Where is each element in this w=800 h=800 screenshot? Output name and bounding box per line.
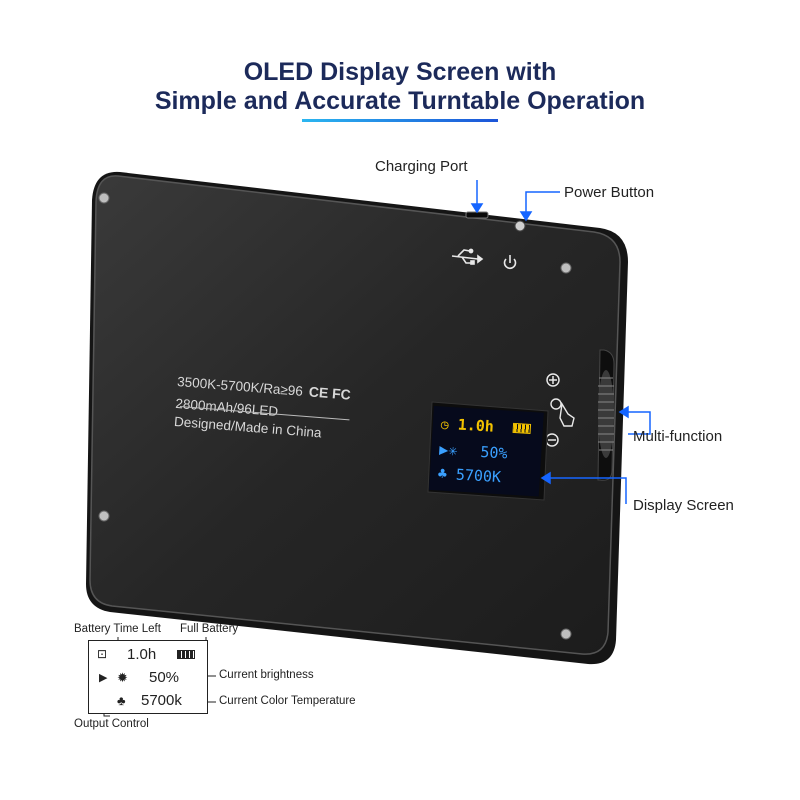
full-battery-label: Full Battery: [180, 623, 239, 635]
charging-port-label: Charging Port: [375, 158, 468, 175]
current-brightness-label: Current brightness: [219, 669, 314, 681]
display-legend-box: ⊡ 1.0h ▶ ✹ 50% ♣ 5700k: [88, 640, 208, 714]
power-icon: [503, 255, 517, 270]
certification-marks: CE FC: [308, 383, 352, 403]
usb-icon: [451, 248, 484, 265]
legend-time-value: 1.0h: [127, 646, 157, 663]
page-title-line1: OLED Display Screen with: [243, 58, 557, 86]
color-temp-icon: ♣: [437, 464, 448, 483]
oled-display-screen: ◷ 1.0h ▶✳ 50% ♣ 5700K: [428, 406, 544, 497]
plus-icon: [546, 373, 560, 387]
power-button: [514, 220, 526, 232]
legend-brightness-value: 50%: [149, 669, 180, 686]
oled-brightness: 50%: [479, 442, 508, 463]
output-arrow-icon: ▶: [99, 672, 108, 684]
multi-function-label: Multi-function: [633, 428, 723, 445]
display-screen-label: Display Screen: [633, 497, 734, 514]
page-title-line2: Simple and Accurate Turntable Operation: [154, 87, 646, 115]
dial-touch-icon: [550, 398, 575, 427]
battery-full-icon: [512, 422, 532, 434]
color-temp-icon: ♣: [117, 693, 126, 708]
screw-icons: [98, 192, 572, 640]
current-color-temperature-label: Current Color Temperature: [219, 695, 356, 707]
battery-time-left-label: Battery Time Left: [74, 623, 161, 635]
legend-color-temp-value: 5700k: [141, 692, 182, 709]
oled-time-left: 1.0h: [457, 415, 495, 436]
clock-icon: ◷: [440, 417, 450, 433]
output-control-label: Output Control: [74, 718, 149, 730]
output-arrow-icon: ▶✳: [438, 440, 458, 460]
title-underline: [302, 119, 498, 122]
battery-full-icon: [177, 650, 195, 659]
brightness-icon: ✹: [117, 670, 128, 685]
oled-color-temp: 5700K: [455, 465, 502, 487]
device-body: [89, 175, 621, 655]
clock-icon: ⊡: [97, 647, 108, 661]
multi-function-dial[interactable]: [598, 370, 614, 458]
power-button-label: Power Button: [564, 184, 655, 201]
